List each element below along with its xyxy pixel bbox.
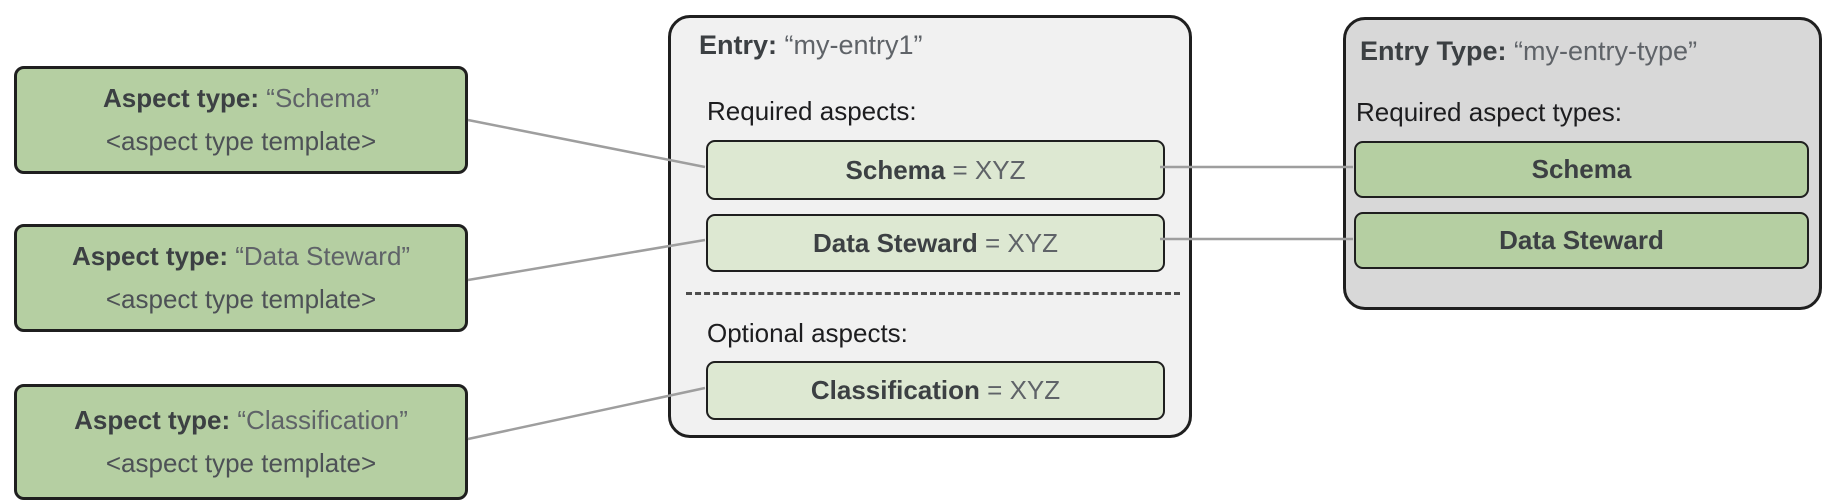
aspect-type-name: “Classification”	[237, 404, 408, 435]
aspect-type-name: “Schema”	[266, 82, 379, 113]
required-aspect-types-label: Required aspect types:	[1356, 97, 1622, 127]
entry-type-aspect-schema: Schema	[1354, 141, 1809, 198]
optional-aspects-label: Optional aspects:	[707, 318, 908, 348]
entry-box: Entry: “my-entry1” Required aspects: Sch…	[668, 15, 1192, 438]
aspect-value: = XYZ	[952, 154, 1026, 185]
aspect-type-label: Aspect type:	[103, 82, 260, 113]
entry-title-value: “my-entry1”	[784, 30, 923, 60]
aspect-name: Schema	[845, 154, 946, 185]
entry-type-aspect-data-steward: Data Steward	[1354, 212, 1809, 269]
aspect-type-label: Aspect type:	[74, 404, 231, 435]
aspect-value: = XYZ	[984, 227, 1058, 258]
aspect-name: Data Steward	[813, 227, 978, 258]
aspect-type-title: Aspect type: “Schema”	[103, 82, 379, 114]
required-optional-divider	[686, 292, 1180, 295]
aspect-name: Classification	[810, 375, 980, 405]
aspect-type-template: <aspect type template>	[105, 447, 377, 478]
entry-type-title: Entry Type: “my-entry-type”	[1360, 36, 1697, 67]
entry-aspect-classification: Classification = XYZ	[706, 361, 1165, 420]
entry-aspect-data-steward: Data Steward = XYZ	[706, 214, 1165, 272]
aspect-type-template: <aspect type template>	[105, 283, 377, 314]
entry-title-label: Entry:	[699, 30, 778, 60]
aspect-type-template: <aspect type template>	[105, 125, 377, 156]
required-aspects-label: Required aspects:	[707, 96, 917, 126]
entry-aspect-schema: Schema = XYZ	[706, 140, 1165, 200]
aspect-type-title: Aspect type: “Classification”	[74, 404, 408, 436]
aspect-type-box-schema: Aspect type: “Schema” <aspect type templ…	[14, 66, 468, 174]
entry-type-title-label: Entry Type:	[1360, 36, 1507, 66]
entry-title: Entry: “my-entry1”	[699, 30, 923, 61]
aspect-type-name: Schema	[1531, 154, 1632, 184]
aspect-type-name: “Data Steward”	[235, 240, 411, 271]
aspect-type-label: Aspect type:	[71, 240, 228, 271]
aspect-type-name: Data Steward	[1499, 225, 1664, 255]
aspect-type-box-data-steward: Aspect type: “Data Steward” <aspect type…	[14, 224, 468, 332]
aspect-value: = XYZ	[987, 375, 1061, 405]
aspect-type-title: Aspect type: “Data Steward”	[71, 240, 411, 272]
entry-type-box: Entry Type: “my-entry-type” Required asp…	[1343, 17, 1822, 310]
entry-type-title-value: “my-entry-type”	[1514, 36, 1698, 66]
aspect-type-box-classification: Aspect type: “Classification” <aspect ty…	[14, 384, 468, 500]
